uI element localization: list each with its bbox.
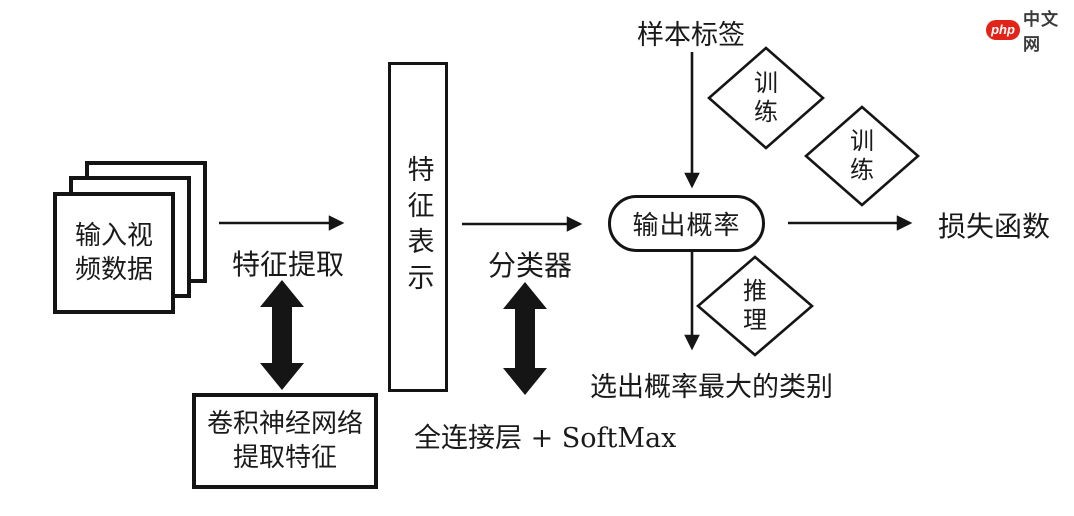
- cnn-node: 卷积神经网络 提取特征: [192, 393, 378, 489]
- output-probability-node: 输出概率: [608, 195, 765, 252]
- input-video-line2: 频数据: [74, 255, 153, 285]
- select-max-class-label: 选出概率最大的类别: [590, 372, 833, 403]
- loss-function-label: 损失函数: [938, 210, 1051, 243]
- diamond-inference-label: 推理: [743, 277, 767, 334]
- input-video-line1: 输入视: [74, 221, 153, 251]
- diamond-train-1-label: 训练: [754, 69, 778, 126]
- sample-label-text: 样本标签: [637, 20, 745, 51]
- diamond-train-2-label: 训练: [850, 127, 874, 184]
- diamond-train-1: [707, 46, 825, 150]
- fc-softmax-label: 全连接层 + SoftMax: [414, 423, 677, 454]
- output-probability-label: 输出概率: [632, 211, 741, 241]
- diamond-inference: [696, 255, 814, 357]
- double-arrow-cnn-feature: [260, 280, 304, 390]
- feature-representation-node: 特征表示: [388, 62, 448, 392]
- cnn-line2: 提取特征: [232, 443, 337, 473]
- double-arrow-softmax-classifier: [503, 282, 547, 395]
- feature-representation-label: 特征表示: [402, 155, 434, 299]
- diamond-train-2: [804, 105, 920, 207]
- input-video-node: 输入视 频数据: [53, 192, 175, 314]
- classifier-label: 分类器: [488, 249, 573, 282]
- site-logo: php 中文网: [986, 5, 1074, 55]
- cnn-line1: 卷积神经网络: [206, 409, 363, 439]
- php-logo-icon: php: [986, 20, 1020, 40]
- feature-extraction-label: 特征提取: [232, 248, 345, 281]
- site-logo-text: 中文网: [1023, 10, 1059, 54]
